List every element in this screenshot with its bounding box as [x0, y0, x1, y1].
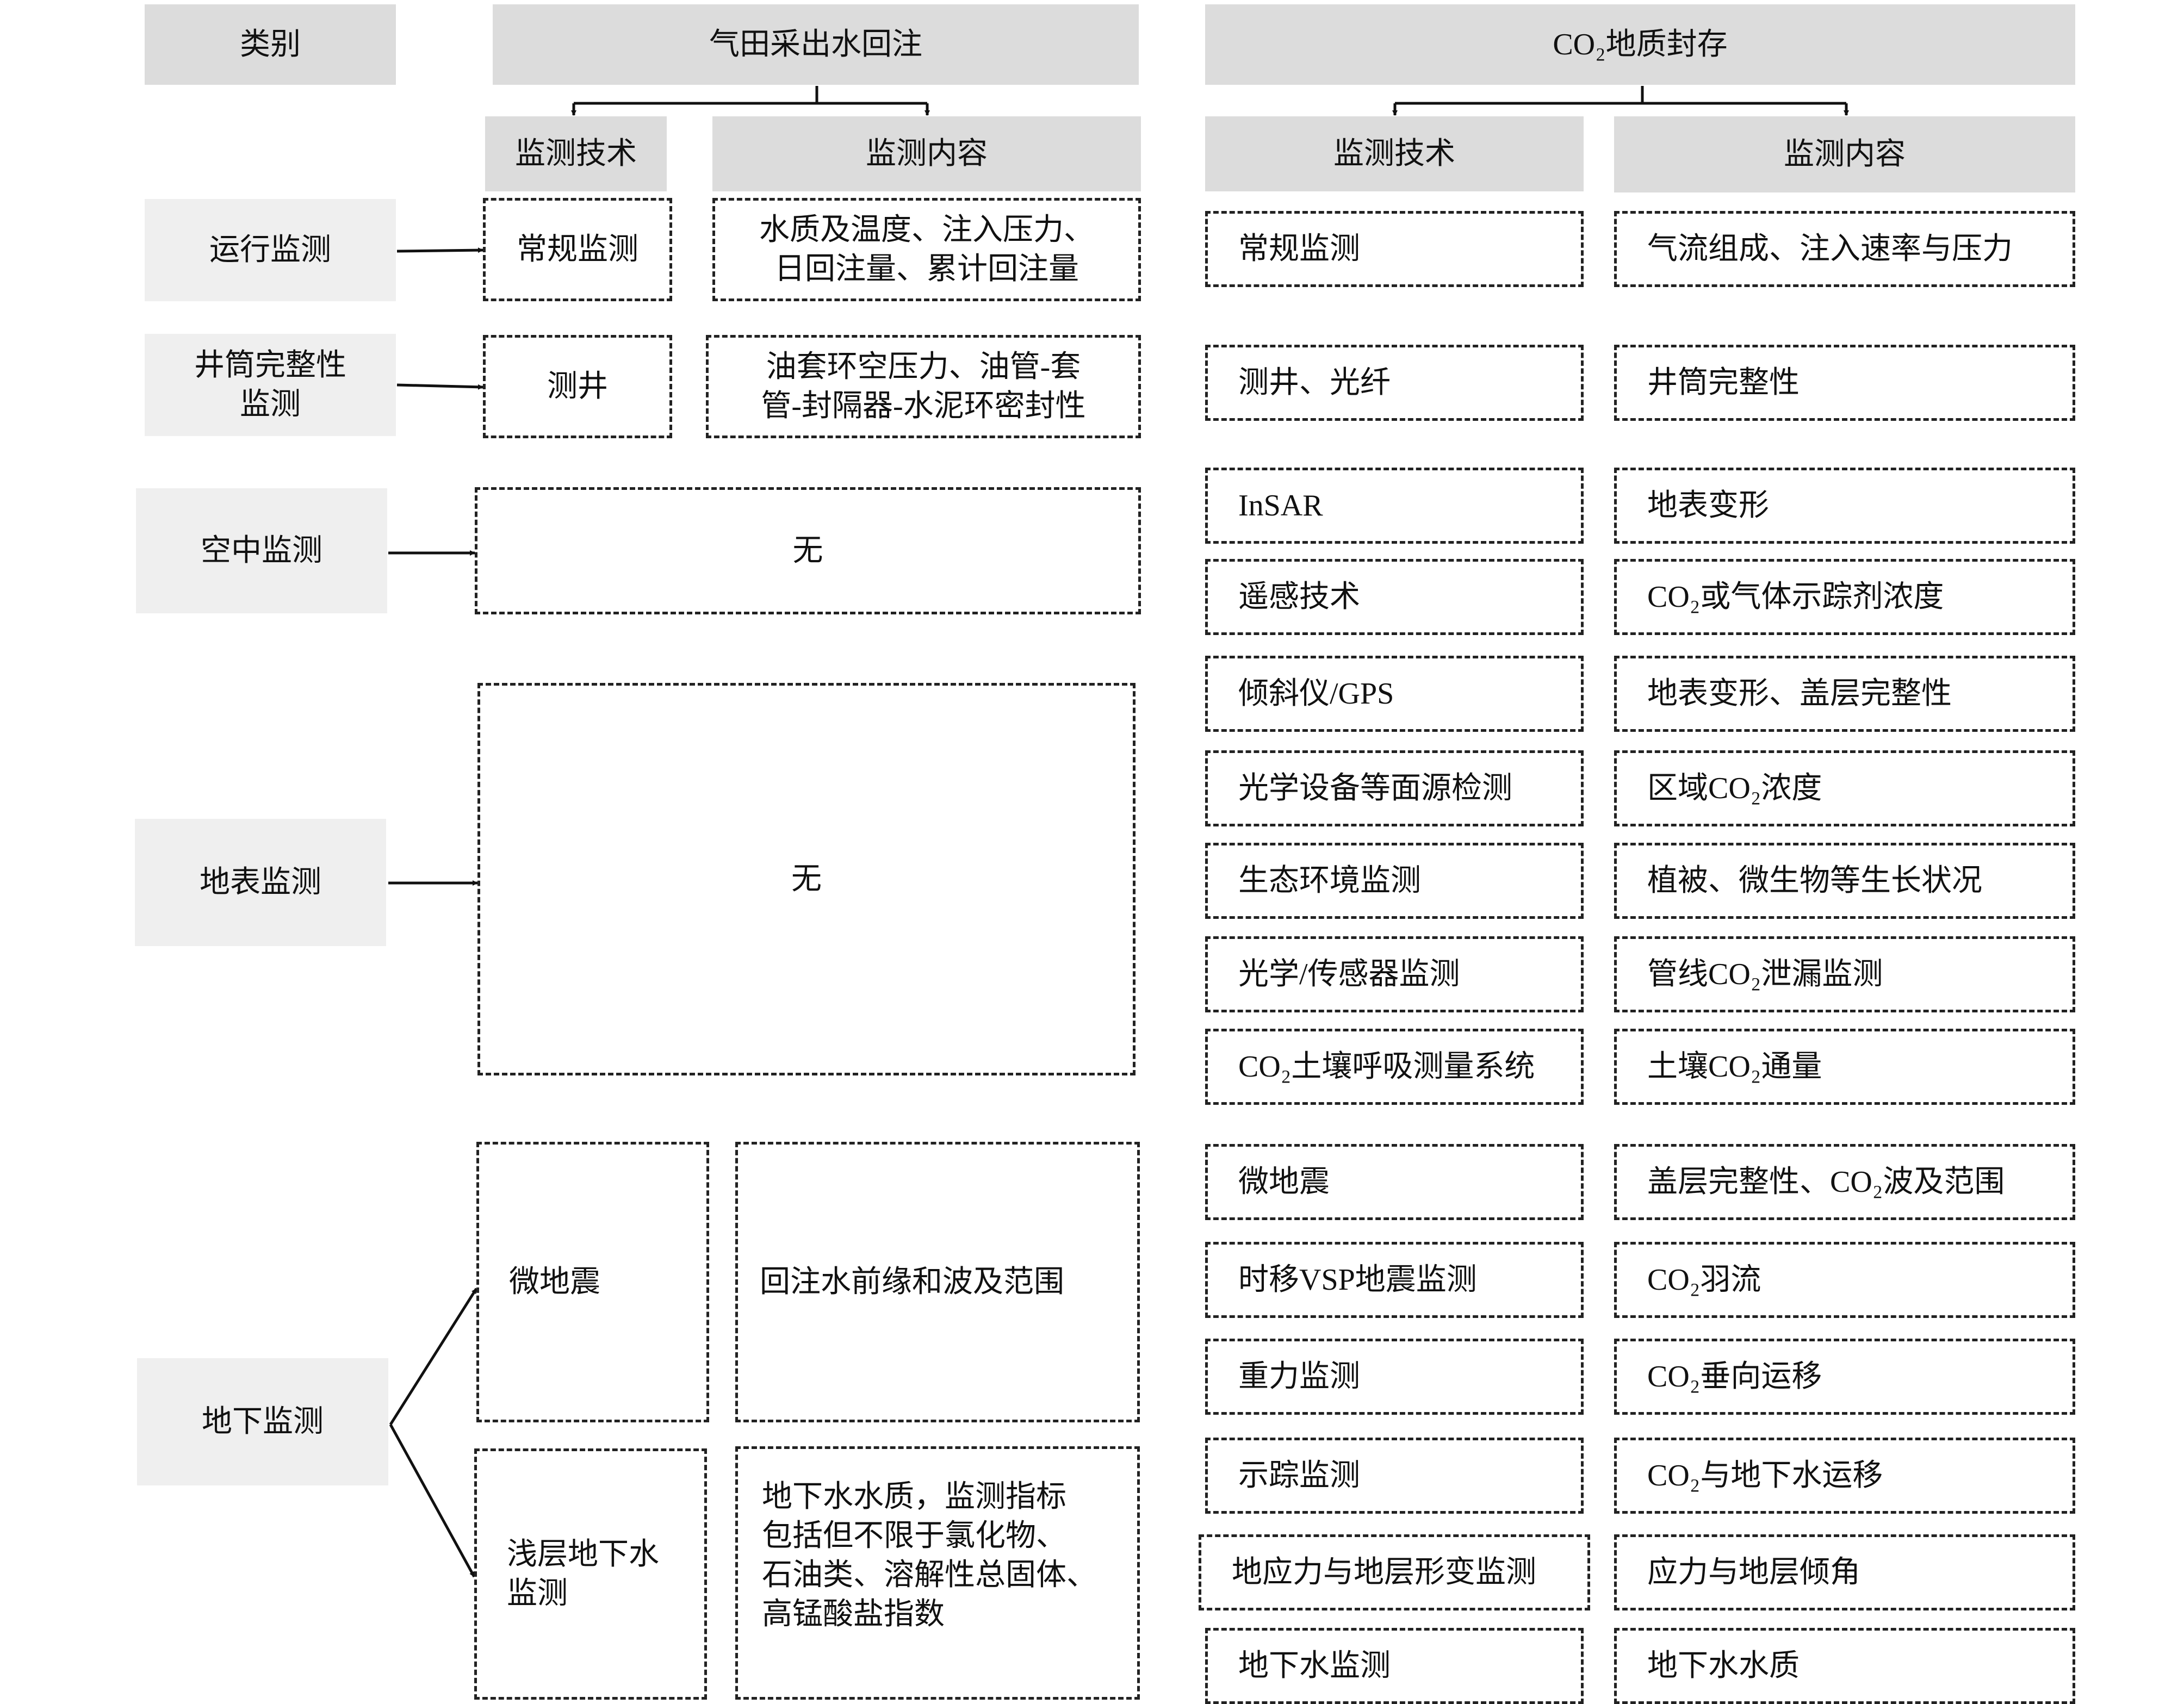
gas-groundwater-tech: 浅层地下水 监测: [474, 1448, 707, 1700]
co2-tech-item: 示踪监测: [1205, 1438, 1584, 1514]
co2-tech-item: InSAR: [1205, 468, 1584, 544]
co2-content-item: CO₂或气体示踪剂浓度: [1614, 559, 2075, 635]
co2-content-item: CO₂垂向运移: [1614, 1339, 2075, 1415]
operation-arrow: [396, 247, 483, 253]
gas-tech-header: 监测技术: [485, 116, 667, 191]
co2-content-item: CO₂与地下水运移: [1614, 1438, 2075, 1514]
category-header: 类别: [145, 4, 396, 85]
co2-tech-item: CO₂土壤呼吸测量系统: [1205, 1029, 1584, 1105]
gas-content-header: 监测内容: [712, 116, 1141, 191]
gas-microseismic-content: 回注水前缘和波及范围: [735, 1142, 1140, 1422]
co2-content-header: 监测内容: [1614, 116, 2075, 192]
co2-tech-item: 常规监测: [1205, 211, 1584, 287]
gas-field-header: 气田采出水回注: [493, 4, 1139, 85]
gas-field-split-connector: [574, 86, 927, 105]
co2-split-connector: [1395, 86, 1846, 105]
gas-operation-tech: 常规监测: [483, 198, 672, 301]
gas-microseismic-tech: 微地震: [476, 1142, 709, 1422]
co2-content-item: 管线CO₂泄漏监测: [1614, 936, 2075, 1012]
category-underground: 地下监测: [137, 1358, 388, 1485]
co2-content-item: 区域CO₂浓度: [1614, 750, 2075, 826]
wellbore-arrow: [396, 383, 483, 390]
co2-content-item: 气流组成、注入速率与压力: [1614, 211, 2075, 287]
co2-content-item: CO₂羽流: [1614, 1242, 2075, 1318]
co2-content-item: 土壤CO₂通量: [1614, 1029, 2075, 1105]
co2-tech-item: 重力监测: [1205, 1339, 1584, 1415]
underground-to-groundwater-arrow: [389, 1423, 476, 1578]
co2-tech-item: 遥感技术: [1205, 559, 1584, 635]
co2-tech-item: 地下水监测: [1205, 1628, 1584, 1704]
co2-content-item: 地表变形: [1614, 468, 2075, 544]
co2-content-item: 植被、微生物等生长状况: [1614, 843, 2075, 919]
co2-storage-header: CO₂地质封存: [1205, 4, 2075, 85]
co2-content-item: 地下水水质: [1614, 1628, 2075, 1704]
underground-to-microseismic-arrow: [389, 1288, 478, 1426]
category-aerial: 空中监测: [136, 488, 387, 613]
co2-content-item: 应力与地层倾角: [1614, 1534, 2075, 1610]
category-operation: 运行监测: [145, 199, 396, 301]
gas-aerial-none: 无: [475, 487, 1141, 614]
co2-tech-header: 监测技术: [1205, 116, 1584, 191]
co2-tech-item: 生态环境监测: [1205, 843, 1584, 919]
co2-tech-item: 时移VSP地震监测: [1205, 1242, 1584, 1318]
category-wellbore: 井筒完整性 监测: [145, 334, 396, 436]
co2-tech-item: 微地震: [1205, 1144, 1584, 1220]
gas-surface-none: 无: [477, 683, 1136, 1075]
gas-wellbore-content: 油套环空压力、油管-套 管-封隔器-水泥环密封性: [706, 335, 1141, 438]
gas-operation-content: 水质及温度、注入压力、 日回注量、累计回注量: [712, 198, 1141, 301]
gas-wellbore-tech: 测井: [483, 335, 672, 438]
co2-content-item: 地表变形、盖层完整性: [1614, 656, 2075, 732]
gas-groundwater-content: 地下水水质，监测指标 包括但不限于氯化物、 石油类、溶解性总固体、 高锰酸盐指数: [735, 1446, 1140, 1700]
co2-tech-item: 地应力与地层形变监测: [1199, 1534, 1590, 1610]
co2-content-item: 盖层完整性、CO₂波及范围: [1614, 1144, 2075, 1220]
co2-tech-item: 光学设备等面源检测: [1205, 750, 1584, 826]
co2-tech-item: 测井、光纤: [1205, 345, 1584, 421]
co2-tech-item: 光学/传感器监测: [1205, 936, 1584, 1012]
category-surface: 地表监测: [135, 819, 386, 946]
co2-content-item: 井筒完整性: [1614, 345, 2075, 421]
co2-tech-item: 倾斜仪/GPS: [1205, 656, 1584, 732]
